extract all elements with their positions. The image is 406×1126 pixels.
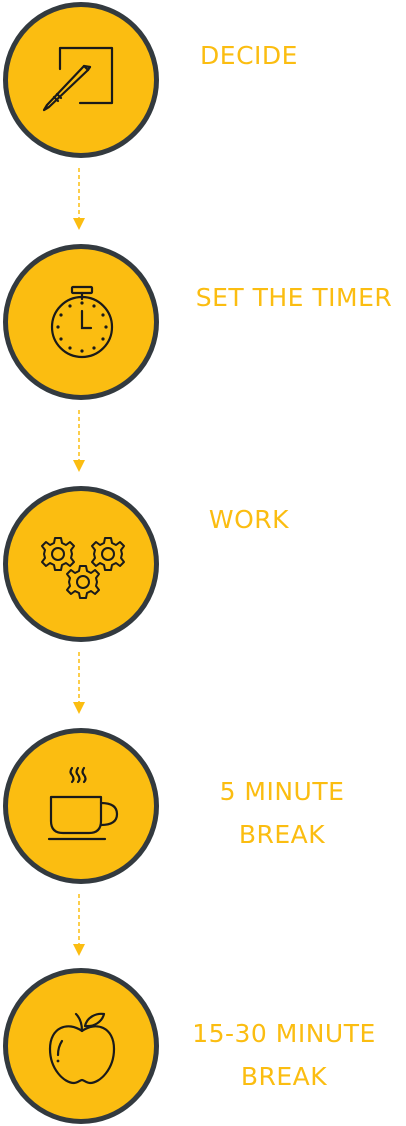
step-label: SET THE TIMER [182,276,406,319]
step-label-line: BREAK [240,1062,328,1091]
step-set-the-timer: SET THE TIMER [0,242,406,402]
step-circle [3,968,159,1124]
step-label: 5 MINUTE BREAK [182,770,382,856]
step-label: 15-30 MINUTE BREAK [172,1012,396,1098]
step-label: WORK [174,498,324,541]
step-work: WORK [0,484,406,644]
step-5-minute-break: 5 MINUTE BREAK [0,726,406,886]
flow-arrow [71,168,87,232]
flow-arrow [71,410,87,474]
coffee-cup-icon [47,766,119,841]
apple-icon [48,1012,116,1085]
stopwatch-icon [50,285,114,359]
step-label: DECIDE [174,34,324,77]
step-label-line: DECIDE [200,41,298,70]
step-circle [3,244,159,400]
step-15-30-minute-break: 15-30 MINUTE BREAK [0,966,406,1126]
step-circle [3,728,159,884]
step-label-line: 15-30 MINUTE [192,1019,376,1048]
step-circle [3,2,159,158]
gears-icon [41,537,125,599]
step-decide: DECIDE [0,0,406,160]
step-label-line: 5 MINUTE [219,777,345,806]
step-label-line: BREAK [238,820,326,849]
step-circle [3,486,159,642]
step-label-line: SET THE TIMER [195,283,393,312]
flow-arrow [71,652,87,716]
pencil-square-icon [42,46,114,112]
step-label-line: WORK [208,505,290,534]
flow-arrow [71,894,87,958]
